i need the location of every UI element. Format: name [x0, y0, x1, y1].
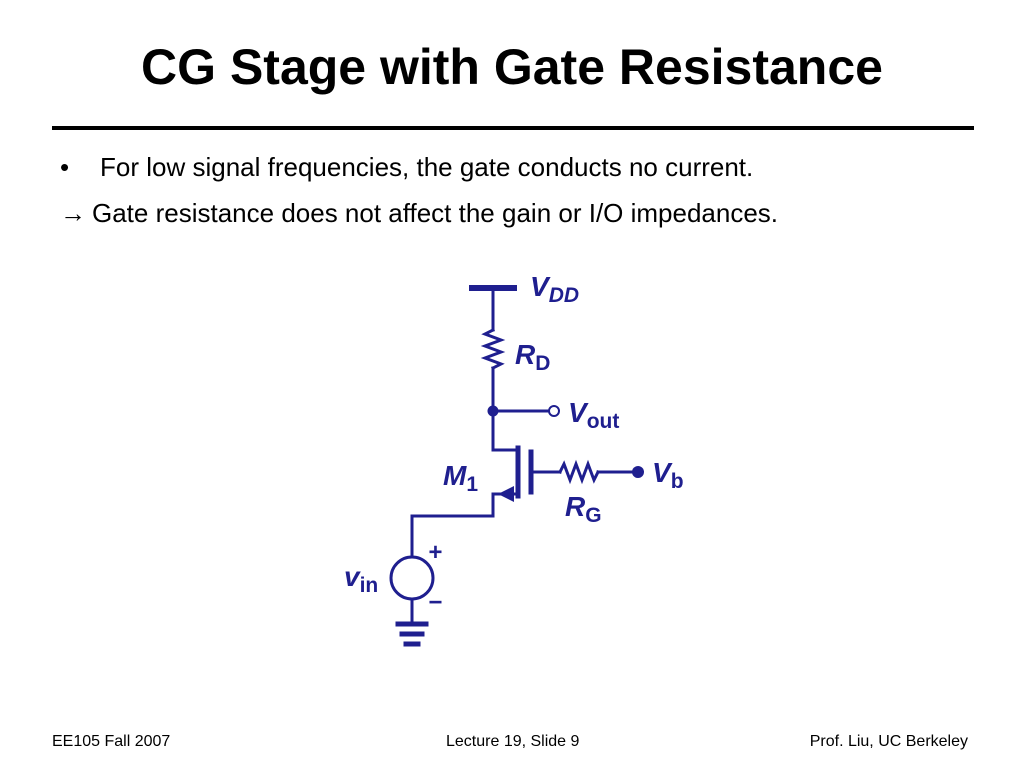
slide-title: CG Stage with Gate Resistance	[141, 39, 883, 95]
vout-terminal	[548, 405, 560, 417]
footer-author: Prof. Liu, UC Berkeley	[809, 733, 968, 750]
title-divider	[52, 126, 974, 130]
bullet-line: • For low signal frequencies, the gate co…	[60, 152, 753, 183]
vin-label: vin	[344, 561, 378, 597]
vout-label: Vout	[568, 397, 619, 433]
rg-label: RG	[565, 491, 602, 527]
vdd-label: VDD	[530, 271, 579, 307]
rg-resistor	[557, 459, 601, 485]
source-arrow	[498, 486, 514, 502]
rd-label: RD	[515, 339, 550, 375]
arrow-line: →Gate resistance does not affect the gai…	[60, 198, 778, 229]
vin-plus-label: +	[428, 539, 442, 566]
bullet-text: For low signal frequencies, the gate con…	[100, 152, 754, 182]
arrow-text: Gate resistance does not affect the gain…	[92, 198, 779, 228]
footer-slide-number: Lecture 19, Slide 9	[446, 733, 580, 750]
arrow-right-icon: →	[60, 198, 86, 228]
vin-source	[389, 555, 435, 601]
m1-label: M1	[443, 460, 478, 496]
bullet-symbol: •	[60, 152, 70, 182]
vb-label: Vb	[652, 457, 684, 493]
vb-node	[632, 466, 644, 478]
vin-minus-label: −	[428, 589, 442, 616]
rd-resistor	[480, 327, 506, 371]
footer-course: EE105 Fall 2007	[52, 733, 171, 750]
drain-node	[487, 405, 499, 417]
